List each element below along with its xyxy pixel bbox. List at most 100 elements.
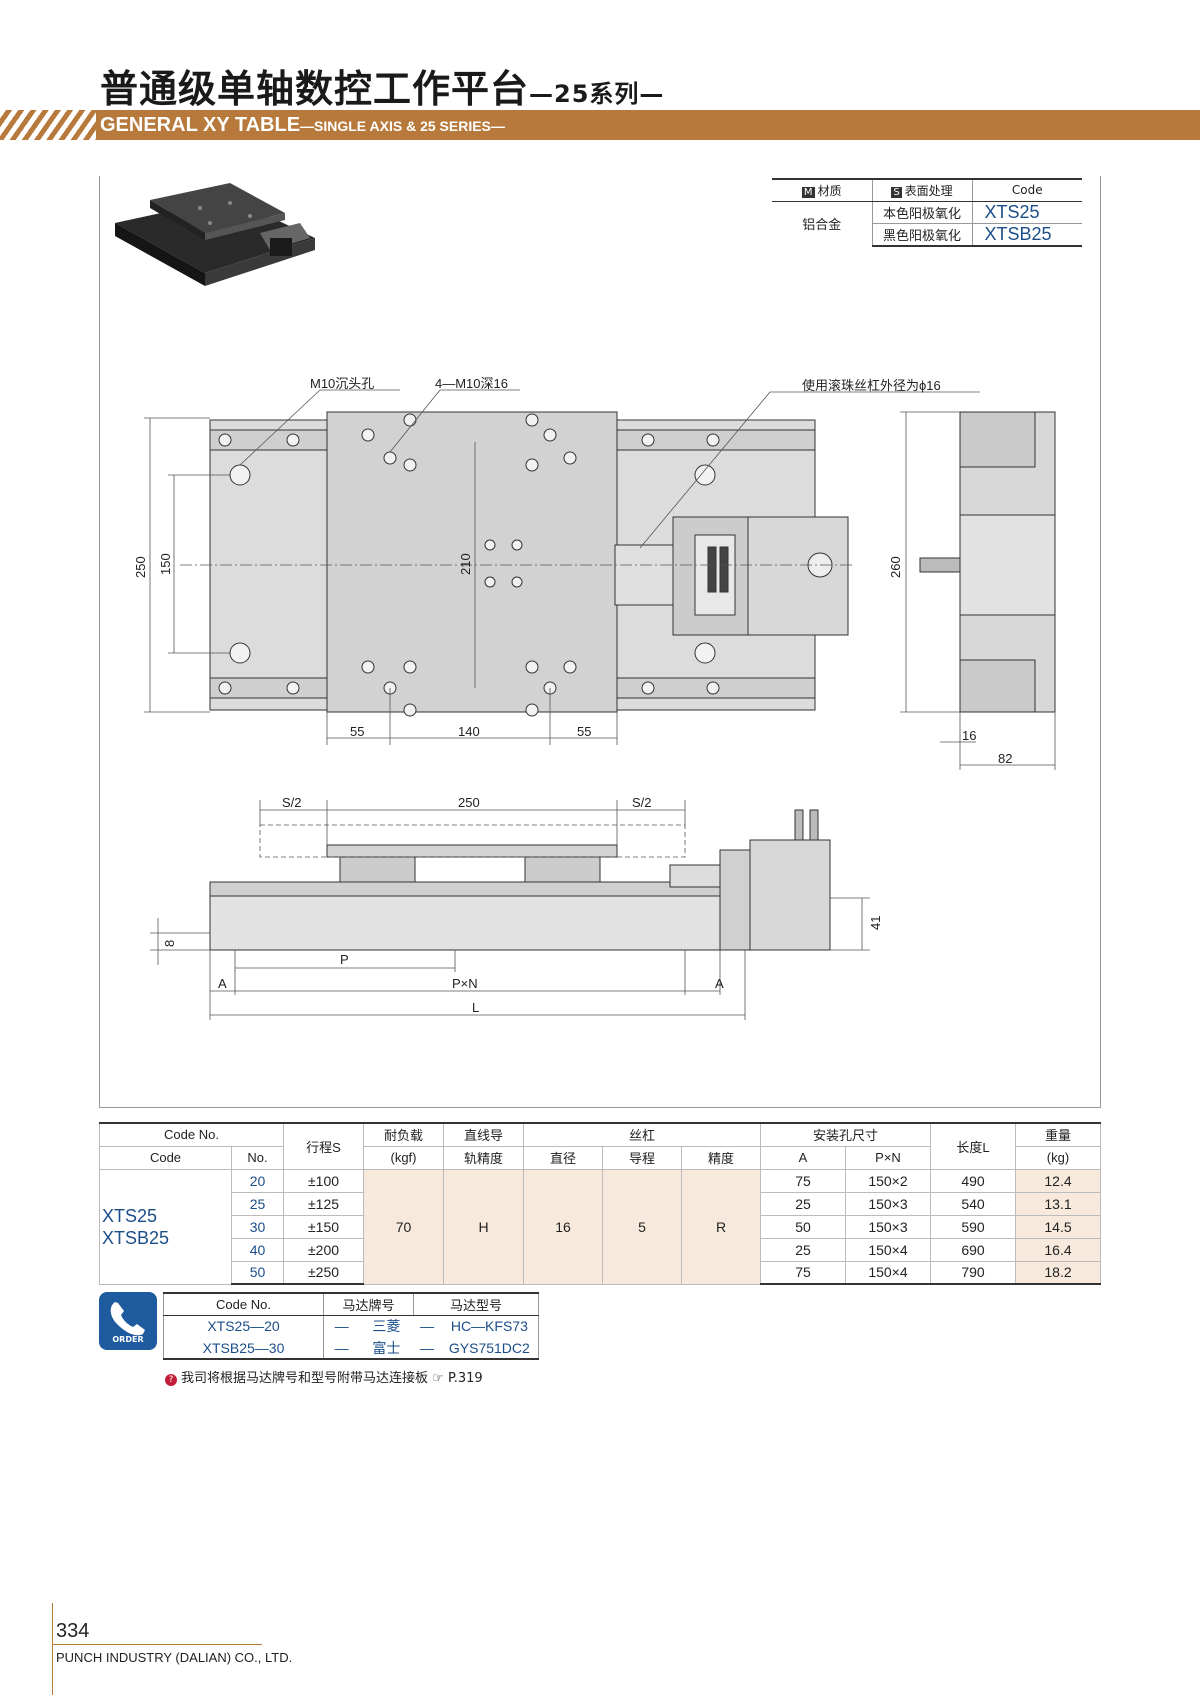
h-stroke: 行程S: [283, 1122, 364, 1170]
dim-55b: 55: [577, 724, 591, 739]
row-a: 75: [760, 1260, 846, 1285]
h-len: 长度L: [930, 1122, 1016, 1170]
technical-drawing: M10沉头孔 4—M10深16 使用滚珠丝杠外径为ϕ16 250 150 210…: [133, 376, 1056, 1020]
order-h-code: Code No.: [163, 1292, 324, 1316]
lead-cell: 5: [602, 1168, 682, 1285]
material-tag-s: S: [891, 186, 902, 198]
order-sep: —: [420, 1318, 435, 1335]
page-title: 普通级单轴数控工作平台—25系列—: [100, 67, 665, 111]
dim-p: P: [340, 952, 349, 967]
h-no: No.: [231, 1145, 284, 1170]
dim-pxn: P×N: [452, 976, 478, 991]
order-model: HC—KFS73: [440, 1315, 539, 1337]
page-title-en-sub: —SINGLE AXIS & 25 SERIES—: [300, 118, 505, 134]
row-no: 50: [231, 1260, 284, 1285]
dim-140: 140: [458, 724, 480, 739]
dia-cell: 16: [523, 1168, 603, 1285]
row-stroke: ±125: [283, 1191, 364, 1216]
row-a: 25: [760, 1237, 846, 1262]
surface-value: 黑色阳极氧化: [871, 223, 973, 247]
row-no: 20: [231, 1168, 284, 1193]
order-icon: [99, 1292, 157, 1350]
h-pxn: P×N: [845, 1145, 931, 1170]
order-table: Code No. 马达牌号 马达型号 XTS25—20 — 三菱 — HC—KF…: [163, 1292, 539, 1360]
dim-150: 150: [158, 553, 173, 575]
h-acc: 精度: [681, 1145, 761, 1170]
dim-a1: A: [218, 976, 227, 991]
h-code: Code: [99, 1145, 232, 1170]
row-wt: 12.4: [1015, 1168, 1101, 1193]
dim-16: 16: [962, 728, 976, 743]
row-len: 540: [930, 1191, 1016, 1216]
order-sep: —: [323, 1315, 360, 1337]
h-lead: 导程: [602, 1145, 682, 1170]
h-guide: 直线导: [443, 1122, 524, 1147]
table-row: XTS25—20 — 三菱 — HC—KFS73: [163, 1315, 539, 1337]
order-brand: 三菱: [372, 1318, 401, 1335]
label-tapped: 4—M10深16: [435, 376, 508, 391]
dim-l: L: [472, 1000, 479, 1015]
table-row: XTSB25—30 — 富士 — GYS751DC2: [163, 1337, 539, 1360]
row-no: 40: [231, 1237, 284, 1262]
row-pxn: 150×3: [845, 1214, 931, 1239]
order-label: ORDER: [112, 1335, 144, 1344]
dim-41: 41: [868, 916, 883, 930]
order-note: ?我司将根据马达牌号和型号附带马达连接板 ☞ P.319: [165, 1367, 483, 1386]
order-h-model: 马达型号: [413, 1292, 539, 1316]
title-band: [0, 110, 1200, 140]
row-no: 30: [231, 1214, 284, 1239]
footer-line: [52, 1644, 262, 1645]
h-screw: 丝杠: [523, 1122, 761, 1147]
row-a: 75: [760, 1168, 846, 1193]
info-icon: ?: [165, 1374, 177, 1386]
row-pxn: 150×4: [845, 1237, 931, 1262]
row-a: 50: [760, 1214, 846, 1239]
h-wt-unit: (kg): [1015, 1145, 1101, 1170]
dim-8: 8: [162, 940, 177, 947]
row-a: 25: [760, 1191, 846, 1216]
h-load-unit: (kgf): [363, 1145, 444, 1170]
h-a: A: [760, 1145, 846, 1170]
h-codeno: Code No.: [99, 1122, 284, 1147]
load-cell: 70: [363, 1168, 444, 1285]
row-pxn: 150×3: [845, 1191, 931, 1216]
row-len: 490: [930, 1168, 1016, 1193]
dim-s2b: S/2: [632, 795, 652, 810]
guide-cell: H: [443, 1168, 524, 1285]
order-sep: —: [413, 1337, 441, 1360]
h-mount: 安装孔尺寸: [760, 1122, 931, 1147]
order-sep: —: [323, 1337, 360, 1360]
material-tag-m: M: [801, 186, 815, 198]
spec-table: Code No. 行程S 耐负载 直线导 丝杠 安装孔尺寸 长度L 重量 Cod…: [99, 1122, 1101, 1285]
table-row: 50 ±250 75 150×4 790 18.2: [100, 1260, 1101, 1285]
row-wt: 16.4: [1015, 1237, 1101, 1262]
row-stroke: ±200: [283, 1237, 364, 1262]
title-band-hatch: [0, 110, 96, 140]
row-len: 590: [930, 1214, 1016, 1239]
h-wt: 重量: [1015, 1122, 1101, 1147]
row-pxn: 150×4: [845, 1260, 931, 1285]
product-photo: [115, 183, 315, 286]
h-guide2: 轨精度: [443, 1145, 524, 1170]
row-len: 790: [930, 1260, 1016, 1285]
row-pxn: 150×2: [845, 1168, 931, 1193]
company-name: PUNCH INDUSTRY (DALIAN) CO., LTD.: [56, 1650, 293, 1665]
dim-250b: 250: [458, 795, 480, 810]
dim-55a: 55: [350, 724, 364, 739]
acc-cell: R: [681, 1168, 761, 1285]
order-h-brand: 马达牌号: [323, 1292, 414, 1316]
page-ref-link[interactable]: ☞ P.319: [432, 1371, 483, 1386]
row-stroke: ±250: [283, 1260, 364, 1285]
row-no: 25: [231, 1191, 284, 1216]
row-stroke: ±150: [283, 1214, 364, 1239]
code-value: XTSB25: [972, 223, 1082, 247]
h-load: 耐负载: [363, 1122, 444, 1147]
order-model: GYS751DC2: [440, 1337, 539, 1360]
order-brand: 富士: [359, 1337, 414, 1360]
row-wt: 14.5: [1015, 1214, 1101, 1239]
drawing-frame: [99, 176, 1101, 1108]
label-counterbore: M10沉头孔: [310, 376, 374, 391]
dim-a2: A: [715, 976, 724, 991]
